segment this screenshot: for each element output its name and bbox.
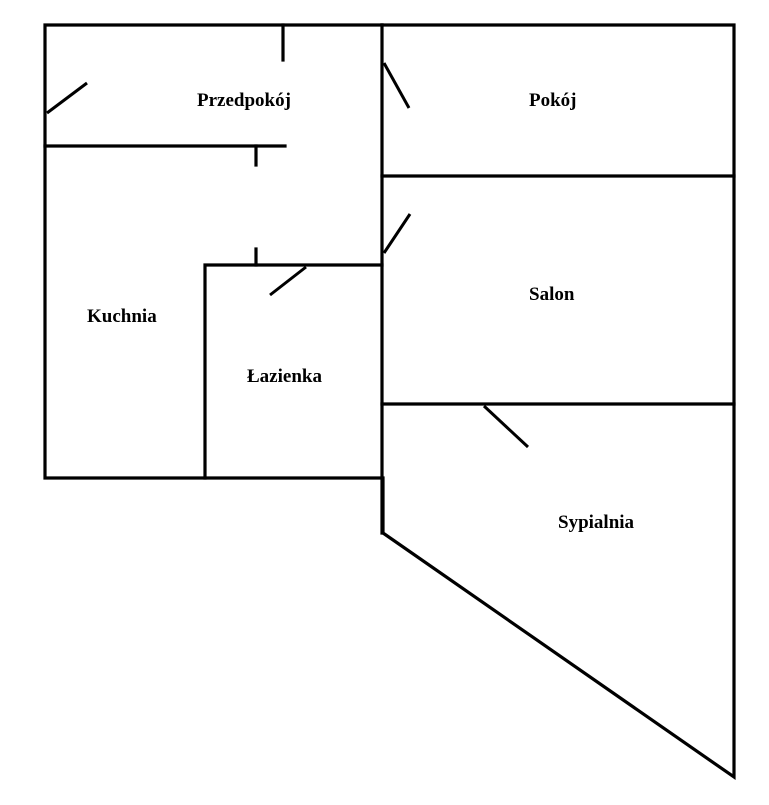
room-label-pokoj: Pokój — [529, 90, 577, 111]
outer-wall-right-block — [380, 23, 736, 781]
room-label-salon: Salon — [529, 284, 575, 305]
door-bathroom — [269, 265, 307, 297]
outer-wall-left-block — [43, 23, 384, 480]
door-sypialnia — [482, 404, 530, 449]
room-label-kuchnia: Kuchnia — [87, 306, 157, 327]
door-pokoj — [382, 62, 411, 109]
room-label-lazienka: Łazienka — [247, 366, 322, 387]
door-entrance — [46, 81, 88, 115]
wall-bathroom — [203, 263, 384, 480]
room-label-sypialnia: Sypialnia — [558, 512, 635, 533]
door-salon — [382, 213, 412, 254]
room-label-przedpokoj: Przedpokój — [197, 90, 291, 111]
